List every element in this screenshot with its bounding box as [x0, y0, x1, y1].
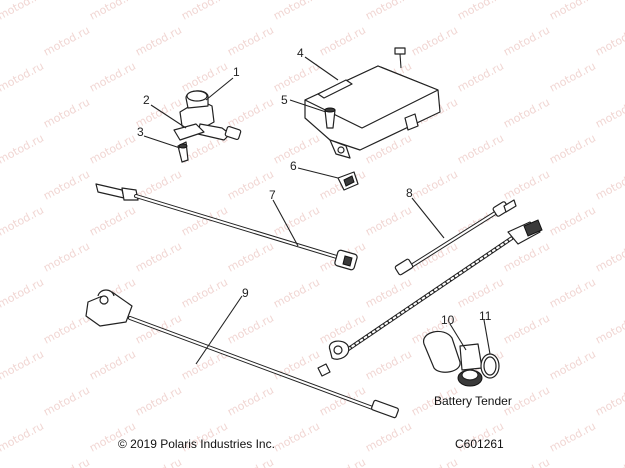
watermark-text: motod.ru [225, 95, 276, 130]
watermark-text: motod.ru [41, 167, 92, 202]
watermark-text: motod.ru [593, 455, 625, 468]
watermark-text: motod.ru [87, 203, 138, 238]
callout-9: 9 [242, 286, 249, 300]
watermark-text: motod.ru [547, 0, 598, 23]
watermark-text: motod.ru [501, 311, 552, 346]
watermark-text: motod.ru [547, 275, 598, 310]
watermark-text: motod.ru [133, 455, 184, 468]
leader-lines [143, 56, 491, 365]
part-battery-tender-harness [317, 219, 543, 377]
part-control-module [304, 47, 441, 159]
callout-numbers: 1 2 3 4 5 6 7 8 9 10 11 [137, 46, 492, 327]
callout-4: 4 [297, 46, 304, 60]
copyright-text: © 2019 Polaris Industries Inc. [118, 437, 275, 451]
watermark-text: motod.ru [41, 239, 92, 274]
watermark-text: motod.ru [271, 203, 322, 238]
part-jumper-harness [394, 199, 517, 276]
watermark-text: motod.ru [179, 275, 230, 310]
watermark-text: motod.ru [593, 95, 625, 130]
watermark-text: motod.ru [455, 131, 506, 166]
watermark-text: motod.ru [87, 59, 138, 94]
watermark-text: motod.ru [41, 311, 92, 346]
callout-1: 1 [233, 65, 240, 79]
watermark-text: motod.ru [363, 0, 414, 23]
callout-2: 2 [143, 93, 150, 107]
part-long-sensor-cable [85, 289, 399, 419]
callout-5: 5 [281, 93, 288, 107]
watermark-text: motod.ru [0, 275, 46, 310]
watermark-text: motod.ru [547, 59, 598, 94]
watermark-text: motod.ru [409, 239, 460, 274]
watermark-text: motod.ru [363, 275, 414, 310]
watermark-text: motod.ru [179, 0, 230, 23]
watermark-text: motod.ru [133, 383, 184, 418]
watermark-text: motod.ru [409, 23, 460, 58]
watermark-text: motod.ru [271, 347, 322, 382]
watermark-text: motod.ru [501, 455, 552, 468]
watermark-text: motod.ru [87, 347, 138, 382]
watermark-text: motod.ru [133, 239, 184, 274]
watermark-text: motod.ru [593, 23, 625, 58]
watermark-text: motod.ru [271, 0, 322, 23]
watermark-text: motod.ru [41, 23, 92, 58]
watermark-text: motod.ru [0, 131, 46, 166]
watermark-text: motod.ru [547, 131, 598, 166]
watermark-text: motod.ru [455, 275, 506, 310]
callout-6: 6 [290, 159, 297, 173]
callout-11: 11 [479, 309, 492, 323]
watermark-text: motod.ru [225, 383, 276, 418]
watermark-text: motod.ru [0, 347, 46, 382]
watermark-text: motod.ru [87, 131, 138, 166]
watermark-text: motod.ru [409, 167, 460, 202]
part-sensor-cable [95, 183, 358, 271]
watermark-text: motod.ru [0, 59, 46, 94]
watermark-text: motod.ru [593, 311, 625, 346]
watermark-text: motod.ru [133, 23, 184, 58]
watermark-text: motod.ru [0, 0, 46, 23]
watermark-text: motod.ru [593, 167, 625, 202]
watermark-text: motod.ru [363, 203, 414, 238]
watermark-text: motod.ru [363, 419, 414, 454]
watermark-text: motod.ru [225, 23, 276, 58]
watermark-text: motod.ru [363, 347, 414, 382]
watermark-text: motod.ru [317, 23, 368, 58]
watermark-text: motod.ru [501, 23, 552, 58]
watermark-text: motod.ru [271, 419, 322, 454]
part-sensor-bracket [173, 90, 242, 163]
watermark-text: motod.ru [501, 167, 552, 202]
callout-7: 7 [269, 188, 276, 202]
watermark-text: motod.ru [593, 239, 625, 274]
watermark-text: motod.ru [87, 0, 138, 23]
watermark-text: motod.ru [0, 203, 46, 238]
watermark-text: motod.ru [455, 59, 506, 94]
figure-code: C601261 [455, 437, 504, 451]
watermark-text: motod.ru [593, 383, 625, 418]
watermark-text: motod.ru [317, 455, 368, 468]
watermark-text: motod.ru [409, 455, 460, 468]
watermark-text: motod.ru [547, 347, 598, 382]
watermark-text: motod.ru [41, 95, 92, 130]
callout-3: 3 [137, 125, 144, 139]
watermark-text: motod.ru [225, 311, 276, 346]
part-battery-tender-port [423, 330, 500, 387]
watermark-text: motod.ru [271, 59, 322, 94]
watermark-text: motod.ru [225, 455, 276, 468]
watermark-text: motod.ru [41, 383, 92, 418]
watermark-text: motod.ru [501, 95, 552, 130]
callout-8: 8 [406, 186, 413, 200]
callout-10: 10 [441, 313, 455, 327]
watermark-text: motod.ru [501, 239, 552, 274]
watermark-text: motod.ru [547, 419, 598, 454]
part-clip [337, 171, 359, 191]
watermark-text: motod.ru [271, 275, 322, 310]
battery-tender-label: Battery Tender [434, 394, 512, 408]
watermark-text: motod.ru [547, 203, 598, 238]
watermark-text: motod.ru [41, 455, 92, 468]
watermark-text: motod.ru [179, 59, 230, 94]
watermark-text: motod.ru [455, 0, 506, 23]
watermark-text: motod.ru [0, 419, 46, 454]
watermark-text: motod.ru [225, 239, 276, 274]
